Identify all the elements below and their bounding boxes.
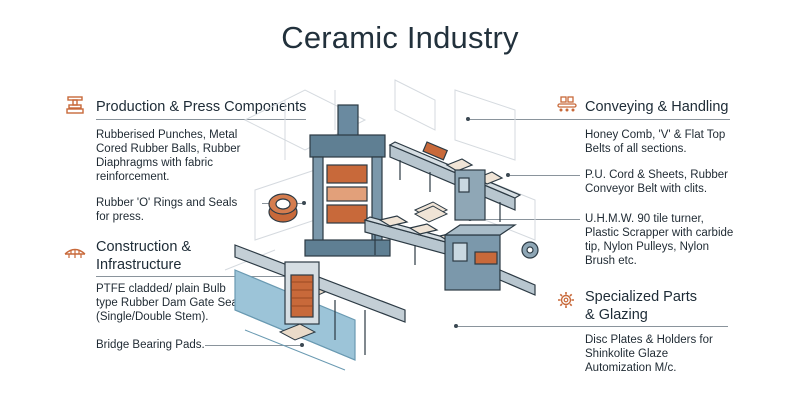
leader-dot — [300, 343, 304, 347]
leader-dot — [302, 201, 306, 205]
text-line: Rubberised Punches, Metal — [96, 129, 238, 141]
leader-line — [510, 175, 580, 176]
production-item-2: Rubber 'O' Rings and Seals for press. — [96, 196, 237, 224]
text-line: PTFE cladded/ plain Bulb — [96, 283, 226, 295]
page-title: Ceramic Industry — [281, 20, 519, 55]
text-line: Bridge Bearing Pads. — [96, 339, 205, 351]
text-line: Belts of all sections. — [585, 143, 687, 155]
gear-icon — [558, 292, 574, 308]
construction-section-title: Construction & Infrastructure — [96, 238, 191, 274]
dam-bridge — [234, 244, 406, 371]
text-line: Diaphragms with fabric — [96, 157, 213, 169]
factory-illustration — [224, 79, 539, 371]
text-line: Disc Plates & Holders for — [585, 334, 713, 346]
hydraulic-press — [304, 104, 391, 257]
press-icon — [66, 96, 84, 114]
specialized-item-1: Disc Plates & Holders for Shinkolite Gla… — [585, 333, 713, 375]
leader-line — [205, 345, 300, 346]
title-line: Construction & — [96, 239, 192, 255]
conveying-item-2: P.U. Cord & Sheets, Rubber Conveyor Belt… — [585, 168, 728, 196]
text-line: P.U. Cord & Sheets, Rubber — [585, 169, 728, 181]
conveyor-icon — [557, 96, 577, 112]
title-line: & Glazing — [585, 307, 648, 323]
construction-underline — [96, 276, 296, 277]
conveying-item-3: U.H.M.W. 90 tile turner, Plastic Scrappe… — [585, 212, 733, 268]
specialized-underline — [458, 326, 728, 327]
bridge-icon — [64, 248, 86, 258]
title-line: Specialized Parts — [585, 289, 698, 305]
leader-dot — [454, 324, 458, 328]
conveying-underline — [470, 119, 730, 120]
text-line: (Single/Double Stem). — [96, 311, 209, 323]
text-line: Conveyor Belt with clits. — [585, 183, 708, 195]
text-line: Brush etc. — [585, 255, 637, 267]
specialized-section-title: Specialized Parts & Glazing — [585, 288, 697, 324]
text-line: Honey Comb, 'V' & Flat Top — [585, 129, 726, 141]
text-line: Shinkolite Glaze — [585, 348, 669, 360]
text-line: Plastic Scrapper with carbide — [585, 227, 734, 239]
text-line: U.H.M.W. 90 tile turner, — [585, 213, 704, 225]
text-line: Automization M/c. — [585, 362, 677, 374]
text-line: Rubber 'O' Rings and Seals — [96, 197, 238, 209]
text-line: tip, Nylon Pulleys, Nylon — [585, 241, 709, 253]
production-section-title: Production & Press Components — [96, 99, 307, 115]
production-item-1: Rubberised Punches, Metal Cored Rubber B… — [96, 128, 240, 184]
construction-item-2: Bridge Bearing Pads. — [96, 338, 205, 352]
text-line: reinforcement. — [96, 171, 170, 183]
glazing-machine — [443, 169, 536, 296]
text-line: Cored Rubber Balls, Rubber — [96, 143, 241, 155]
construction-item-1: PTFE cladded/ plain Bulb type Rubber Dam… — [96, 282, 246, 324]
text-line: type Rubber Dam Gate Seals — [96, 297, 247, 309]
rubber-o-ring — [268, 193, 298, 223]
production-underline — [96, 119, 306, 120]
leader-line — [472, 219, 580, 220]
spare-gear — [521, 241, 539, 259]
leader-dot — [506, 173, 510, 177]
conveying-item-1: Honey Comb, 'V' & Flat Top Belts of all … — [585, 128, 725, 156]
bearing-pad — [278, 323, 317, 341]
conveying-section-title: Conveying & Handling — [585, 99, 729, 115]
title-line: Infrastructure — [96, 257, 182, 273]
leader-dot — [466, 117, 470, 121]
text-line: for press. — [96, 211, 144, 223]
